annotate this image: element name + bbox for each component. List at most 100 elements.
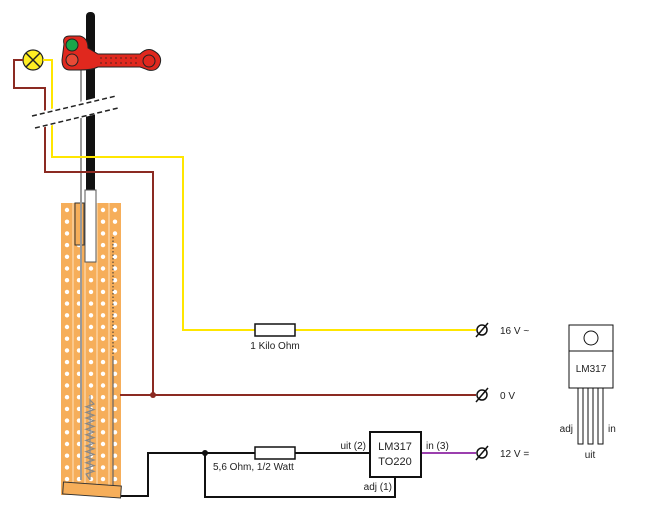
board-hole	[88, 278, 94, 283]
to220-package: LM317 adj uit in	[560, 324, 616, 461]
board-hole	[112, 383, 118, 388]
board-hole	[100, 430, 106, 435]
mast-mount-block	[74, 202, 85, 246]
package-pin-adj-label: adj	[560, 424, 573, 435]
board-hole	[112, 207, 118, 213]
board-hole	[100, 278, 106, 283]
board-hole	[88, 313, 94, 318]
package-body	[568, 350, 614, 389]
package-name: LM317	[576, 364, 607, 375]
board-hole	[64, 395, 70, 400]
wire-black-feed	[120, 452, 255, 497]
board-hole	[100, 266, 106, 271]
semaphore-arm	[61, 35, 162, 71]
break-line	[31, 95, 117, 117]
board-hole	[112, 395, 118, 400]
board-hole	[64, 231, 70, 236]
break-line	[34, 107, 119, 129]
regulator-name: LM317	[378, 441, 412, 453]
board-hole	[64, 219, 70, 224]
board-hole	[64, 406, 70, 412]
resistor-1k-label: 1 Kilo Ohm	[250, 341, 299, 352]
lamp-cross	[25, 52, 41, 68]
board-hole	[100, 313, 106, 318]
signal-light-red	[65, 53, 79, 67]
board-hole	[112, 266, 118, 271]
regulator-package: TO220	[378, 456, 411, 468]
terminal-12v[interactable]: 12 V =	[475, 445, 529, 461]
board-hole	[64, 242, 70, 248]
spring-anchor-strip	[62, 481, 122, 499]
board-hole	[112, 301, 118, 306]
board-hole	[100, 359, 106, 365]
board-hole	[88, 301, 94, 306]
board-hole	[64, 266, 70, 271]
board-hole	[100, 207, 106, 213]
terminal-16v[interactable]: 16 V ~	[475, 322, 529, 338]
signal-light-green	[65, 38, 79, 52]
pin-uit-label: uit (2)	[340, 441, 366, 452]
junction-dot	[202, 450, 208, 456]
pin-adj	[577, 387, 584, 445]
board-hole	[88, 266, 94, 271]
board-hole	[64, 207, 70, 213]
wire-brown-0v	[13, 59, 476, 396]
board-hole	[100, 453, 106, 458]
board-hole	[88, 383, 94, 388]
board-hole	[112, 289, 118, 295]
board-hole	[88, 289, 94, 295]
board-hole	[64, 465, 70, 470]
board-hole	[112, 359, 118, 365]
board-hole	[64, 476, 70, 482]
board-hole	[100, 406, 106, 412]
board-hole	[112, 371, 118, 376]
board-hole	[100, 395, 106, 400]
board-hole	[112, 418, 118, 423]
board-hole	[88, 371, 94, 376]
wire-yellow-16v	[43, 59, 255, 331]
junction-dot	[150, 392, 156, 398]
board-hole	[112, 219, 118, 224]
package-pin-in-label: in	[608, 424, 616, 435]
board-hole	[64, 430, 70, 435]
resistor-5-6-ohm	[254, 446, 296, 460]
terminal-slash	[475, 445, 489, 461]
board-hole	[64, 453, 70, 458]
board-hole	[100, 476, 106, 482]
board-hole	[112, 242, 118, 248]
terminal-slash	[475, 322, 489, 338]
board-hole	[64, 383, 70, 388]
board-hole	[112, 441, 118, 447]
board-hole	[112, 313, 118, 318]
board-hole	[64, 289, 70, 295]
board-hole	[112, 465, 118, 470]
board-hole	[100, 301, 106, 306]
resistor-5-6-ohm-label: 5,6 Ohm, 1/2 Watt	[213, 462, 294, 473]
terminal-slash	[475, 387, 489, 403]
board-hole	[100, 371, 106, 376]
pin-in-label: in (3)	[426, 441, 449, 452]
board-hole	[112, 336, 118, 341]
pin-in	[597, 387, 604, 445]
board-hole	[64, 348, 70, 353]
board-hole	[112, 278, 118, 283]
board-hole	[64, 301, 70, 306]
lm317-regulator	[369, 431, 422, 478]
pin-uit	[587, 387, 594, 445]
terminal-0v[interactable]: 0 V	[475, 387, 515, 403]
board-hole	[64, 359, 70, 365]
board-hole	[100, 254, 106, 259]
board-hole	[112, 430, 118, 435]
board-hole	[112, 406, 118, 412]
terminal-label: 16 V ~	[500, 326, 529, 337]
board-hole	[112, 476, 118, 482]
mounting-hole	[583, 330, 599, 346]
lamp	[22, 49, 44, 71]
board-hole	[100, 336, 106, 341]
board-hole	[112, 231, 118, 236]
board-hole	[100, 383, 106, 388]
package-pin-uit-label: uit	[585, 450, 596, 461]
break-gap	[24, 92, 121, 132]
board-hole	[64, 278, 70, 283]
